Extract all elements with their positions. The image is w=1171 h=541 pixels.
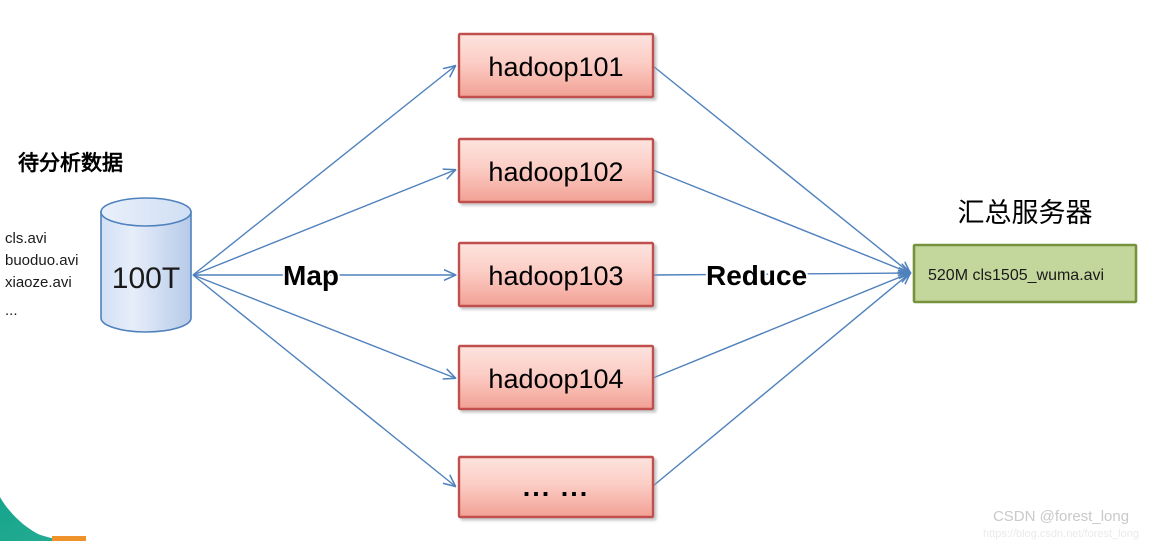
map-arrow-5: [192, 274, 455, 486]
map-arrow-2: [192, 170, 455, 276]
worker-box: [457, 137, 655, 204]
worker-label: hadoop101: [488, 52, 623, 82]
watermark: CSDN @forest_long https://blog.csdn.net/…: [983, 508, 1139, 540]
destination-server-box[interactable]: 520M cls1505_wuma.avi: [912, 243, 1138, 304]
file-list-item: buoduo.avi: [5, 252, 78, 269]
worker-label: ... ...: [523, 472, 590, 502]
map-arrow-1: [192, 66, 455, 276]
watermark-sub-text: https://blog.csdn.net/forest_long: [983, 528, 1139, 540]
worker-label: hadoop104: [488, 364, 623, 394]
map-arrow-group: [192, 66, 455, 486]
worker-box: [457, 32, 655, 99]
cylinder-top-ellipse: [100, 197, 192, 227]
worker-label: hadoop102: [488, 157, 623, 187]
teal-curve-shape: [0, 497, 70, 541]
worker-node-hadoop103[interactable]: hadoop103: [457, 241, 655, 308]
worker-node-hadoop101[interactable]: hadoop101: [457, 32, 655, 99]
file-list-item: cls.avi: [5, 230, 47, 247]
orange-accent-bar: [52, 536, 86, 541]
source-title: 待分析数据: [18, 151, 123, 175]
reduce-arrow-4: [652, 273, 910, 379]
reduce-arrow-1: [652, 65, 910, 273]
reduce-arrow-3: [652, 273, 910, 275]
cylinder-body: [100, 211, 192, 333]
worker-box: [457, 241, 655, 308]
reduce-arrow-5: [652, 273, 910, 487]
worker-node-hadoop102[interactable]: hadoop102: [457, 137, 655, 204]
worker-label: hadoop103: [488, 261, 623, 291]
data-cylinder[interactable]: 100T: [100, 197, 192, 333]
file-list-item: xiaoze.avi: [5, 274, 72, 291]
destination-title: 汇总服务器: [958, 198, 1093, 228]
file-list-item: ...: [5, 302, 18, 319]
cylinder-label: 100T: [112, 262, 180, 295]
corner-decoration: [0, 497, 86, 541]
map-stage-label: Map: [283, 260, 339, 291]
source-file-list: cls.avi buoduo.avi xiaoze.avi ...: [5, 230, 78, 319]
worker-node-hadoop104[interactable]: hadoop104: [457, 344, 655, 411]
watermark-main-text: CSDN @forest_long: [993, 508, 1129, 525]
worker-node-more[interactable]: ... ...: [457, 455, 655, 519]
server-result-label: 520M cls1505_wuma.avi: [928, 267, 1104, 284]
reduce-arrow-group: [652, 65, 910, 487]
reduce-arrow-2: [652, 169, 910, 273]
worker-box: [457, 344, 655, 411]
map-arrow-4: [192, 274, 455, 378]
reduce-stage-label: Reduce: [706, 260, 807, 291]
server-box: [912, 243, 1138, 304]
worker-box: [457, 455, 655, 519]
